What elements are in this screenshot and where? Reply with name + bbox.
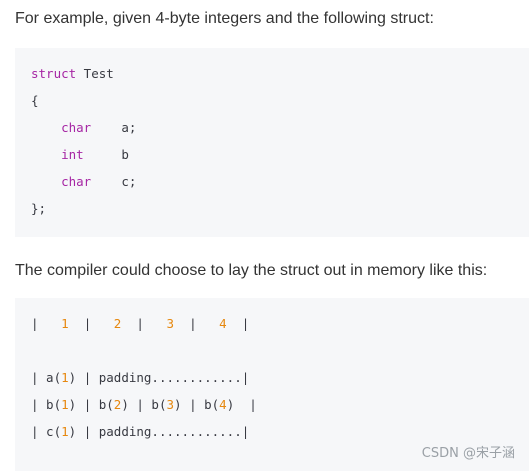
code-text: | bbox=[121, 316, 167, 331]
csdn-watermark: CSDN @宋子涵 bbox=[421, 446, 515, 461]
keyword: int bbox=[61, 147, 84, 162]
code-line-field-c: char c; bbox=[31, 174, 136, 189]
code-text: b bbox=[83, 147, 129, 162]
code-text: a; bbox=[91, 120, 137, 135]
code-text: ) | b( bbox=[121, 397, 167, 412]
code-text: ) | b( bbox=[68, 397, 114, 412]
code-text: Test bbox=[76, 66, 114, 81]
code-text: ) | padding............| bbox=[68, 424, 250, 439]
code-line-row-a: | a(1) | padding............| bbox=[31, 370, 249, 385]
keyword: char bbox=[61, 120, 92, 135]
keyword: char bbox=[61, 174, 92, 189]
code-text: | bbox=[31, 316, 62, 331]
number: 3 bbox=[166, 397, 175, 412]
code-line-row-b: | b(1) | b(2) | b(3) | b(4) | bbox=[31, 397, 257, 412]
number: 2 bbox=[113, 397, 122, 412]
number: 1 bbox=[61, 424, 69, 439]
compiler-paragraph: The compiler could choose to lay the str… bbox=[15, 262, 488, 279]
number: 1 bbox=[61, 316, 69, 331]
code-text: | c( bbox=[31, 424, 62, 439]
number: 1 bbox=[61, 397, 69, 412]
code-text: ) | padding............| bbox=[68, 370, 250, 385]
struct-code-block: struct Test { char a; int b char c; }; bbox=[15, 48, 529, 237]
number: 4 bbox=[219, 397, 227, 412]
number: 1 bbox=[61, 370, 69, 385]
number: 4 bbox=[219, 316, 227, 331]
code-text: ) | bbox=[226, 397, 257, 412]
code-line-row-c: | c(1) | padding............| bbox=[31, 424, 249, 439]
number: 3 bbox=[166, 316, 175, 331]
intro-paragraph: For example, given 4-byte integers and t… bbox=[15, 10, 434, 27]
code-text: ) | b( bbox=[174, 397, 220, 412]
code-text: | b( bbox=[31, 397, 62, 412]
indent bbox=[31, 120, 61, 135]
code-text: c; bbox=[91, 174, 137, 189]
code-text: | a( bbox=[31, 370, 62, 385]
code-line-open-brace: { bbox=[31, 93, 39, 108]
code-line-field-a: char a; bbox=[31, 120, 136, 135]
memory-layout-code-block: | 1 | 2 | 3 | 4 | | a(1) | padding......… bbox=[15, 298, 529, 471]
code-line-struct-decl: struct Test bbox=[31, 66, 114, 81]
keyword: struct bbox=[31, 66, 77, 81]
indent bbox=[31, 147, 61, 162]
number: 2 bbox=[113, 316, 122, 331]
code-text: | bbox=[226, 316, 250, 331]
code-text: | bbox=[68, 316, 114, 331]
code-text: | bbox=[174, 316, 220, 331]
code-line-close-brace: }; bbox=[31, 201, 47, 216]
code-line-field-b: int b bbox=[31, 147, 129, 162]
code-line-byte-header: | 1 | 2 | 3 | 4 | bbox=[31, 316, 249, 331]
indent bbox=[31, 174, 61, 189]
